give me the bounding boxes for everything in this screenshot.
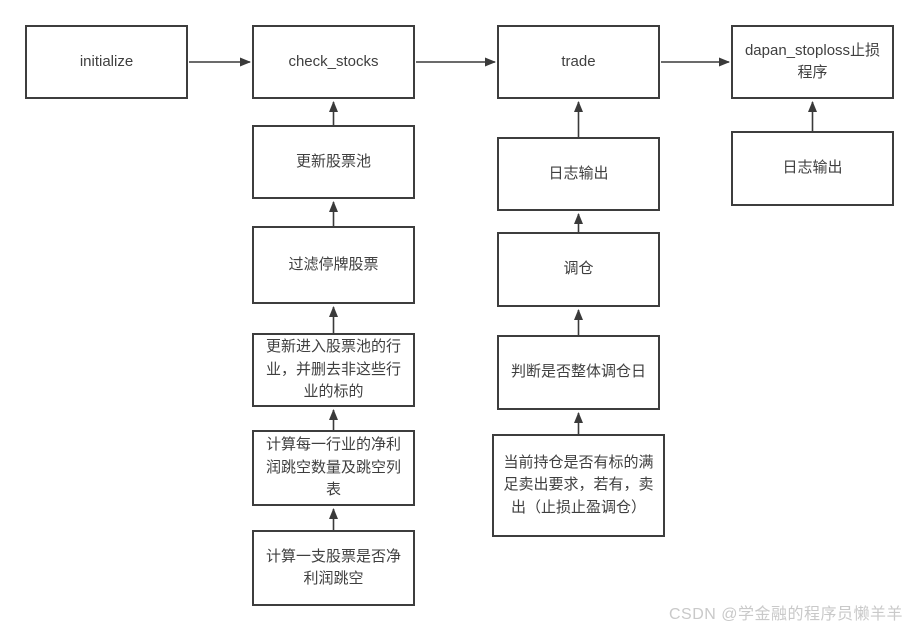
node-judge-rebalance-day: 判断是否整体调仓日: [497, 335, 660, 410]
node-dapan-log-output: 日志输出: [731, 131, 894, 206]
node-calc-stock-gap: 计算一支股票是否净利润跳空: [252, 530, 415, 606]
node-update-stock-pool: 更新股票池: [252, 125, 415, 199]
node-update-industries: 更新进入股票池的行业，并删去非这些行业的标的: [252, 333, 415, 407]
node-calc-industry-gap: 计算每一行业的净利润跳空数量及跳空列表: [252, 430, 415, 506]
node-rebalance: 调仓: [497, 232, 660, 307]
csdn-watermark: CSDN @学金融的程序员懒羊羊: [668, 606, 903, 623]
node-check-stocks: check_stocks: [252, 25, 415, 99]
node-trade-log-output: 日志输出: [497, 137, 660, 211]
node-trade: trade: [497, 25, 660, 99]
node-filter-suspended: 过滤停牌股票: [252, 226, 415, 304]
node-check-holdings-sell: 当前持仓是否有标的满足卖出要求，若有，卖出（止损止盈调仓）: [492, 434, 665, 537]
node-initialize: initialize: [25, 25, 188, 99]
node-dapan-stoploss: dapan_stoploss止损程序: [731, 25, 894, 99]
